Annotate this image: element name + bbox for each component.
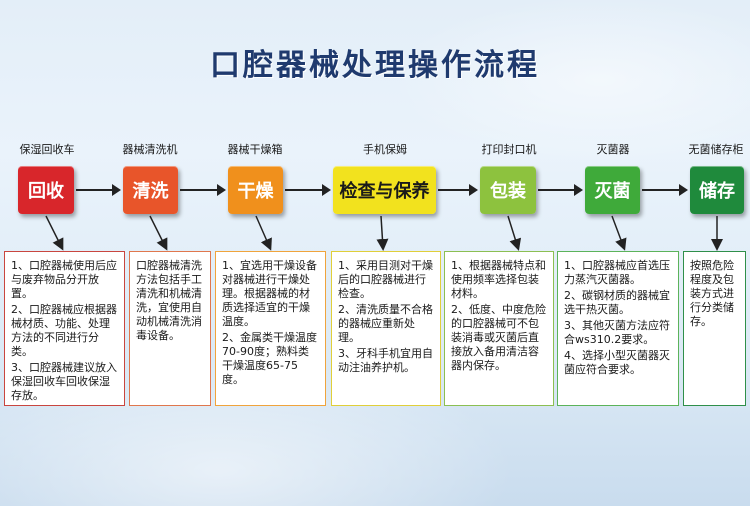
stage-label-drying: 干燥 xyxy=(237,181,274,202)
description-line: 1、口腔器械使用后应与废弃物品分开放置。 xyxy=(11,259,117,300)
category-label-sterilization: 灭菌器 xyxy=(596,143,630,156)
category-label-packaging: 打印封口机 xyxy=(481,143,537,156)
description-line: 1、宜选用干燥设备对器械进行干燥处理。根据器械的材质选择适宜的干燥温度。 xyxy=(222,259,317,328)
stage-box-recovery: 回收 xyxy=(18,166,74,214)
stage-label-sterilization: 灭菌 xyxy=(594,181,631,202)
flow-arrow-2 xyxy=(180,184,226,196)
stage-label-packaging: 包装 xyxy=(490,181,526,202)
description-line: 3、口腔器械建议放入保湿回收车回收保湿存放。 xyxy=(11,361,117,402)
description-box-cleaning: 口腔器械清洗方法包括手工清洗和机械清洗，宜使用自动机械清洗消毒设备。 xyxy=(129,251,211,406)
description-box-storage: 按照危险程度及包装方式进行分类储存。 xyxy=(683,251,746,406)
category-label-recovery: 保湿回收车 xyxy=(19,143,75,156)
description-line: 2、口腔器械应根据器械材质、功能、处理方法的不同进行分类。 xyxy=(11,303,117,358)
stage-label-cleaning: 清洗 xyxy=(132,181,169,202)
stage-label-recovery: 回收 xyxy=(28,181,64,202)
pointer-arrow-cleaning xyxy=(149,215,168,251)
flow-arrow-6 xyxy=(642,184,688,196)
stage-box-storage: 储存 xyxy=(690,166,744,214)
description-line: 按照危险程度及包装方式进行分类储存。 xyxy=(690,259,734,328)
description-line: 3、牙科手机宜用自动注油养护机。 xyxy=(338,347,433,374)
description-box-packaging: 1、根据器械特点和使用频率选择包装材料。 2、低度、中度危险的口腔器械可不包装消… xyxy=(444,251,554,406)
description-box-inspection: 1、采用目测对干燥后的口腔器械进行检查。 2、清洗质量不合格的器械应重新处理。 … xyxy=(331,251,441,406)
description-line: 1、采用目测对干燥后的口腔器械进行检查。 xyxy=(338,259,433,300)
pointer-arrow-inspection xyxy=(376,215,389,251)
description-box-recovery: 1、口腔器械使用后应与废弃物品分开放置。 2、口腔器械应根据器械材质、功能、处理… xyxy=(4,251,125,406)
description-line: 3、其他灭菌方法应符合ws310.2要求。 xyxy=(564,319,670,346)
pointer-arrow-drying xyxy=(255,215,272,251)
stage-box-packaging: 包装 xyxy=(480,166,536,214)
flow-arrow-5 xyxy=(538,184,583,196)
stage-box-drying: 干燥 xyxy=(228,166,283,214)
flow-arrow-1 xyxy=(76,184,121,196)
description-line: 1、口腔器械应首选压力蒸汽灭菌器。 xyxy=(564,259,670,286)
stage-label-inspection: 检查与保养 xyxy=(339,181,430,202)
description-box-drying: 1、宜选用干燥设备对器械进行干燥处理。根据器械的材质选择适宜的干燥温度。 2、金… xyxy=(215,251,326,406)
pointer-arrow-packaging xyxy=(507,215,522,251)
category-label-storage: 无菌储存柜 xyxy=(688,143,744,156)
description-line: 2、金属类干燥温度70-90度；熟料类干燥温度65-75度。 xyxy=(222,331,317,386)
stage-label-storage: 储存 xyxy=(699,181,735,202)
description-box-sterilization: 1、口腔器械应首选压力蒸汽灭菌器。 2、碳钢材质的器械宜选干热灭菌。 3、其他灭… xyxy=(557,251,679,406)
pointer-arrow-recovery xyxy=(45,215,64,251)
description-line: 2、碳钢材质的器械宜选干热灭菌。 xyxy=(564,289,670,316)
flow-arrow-4 xyxy=(438,184,478,196)
stage-box-sterilization: 灭菌 xyxy=(585,166,640,214)
page-title: 口腔器械处理操作流程 xyxy=(210,48,540,83)
description-line: 2、低度、中度危险的口腔器械可不包装消毒或灭菌后直接放入备用清洁容器内保存。 xyxy=(451,303,546,372)
stage-box-cleaning: 清洗 xyxy=(123,166,178,214)
description-line: 口腔器械清洗方法包括手工清洗和机械清洗，宜使用自动机械清洗消毒设备。 xyxy=(136,259,202,342)
category-label-drying: 器械干燥箱 xyxy=(227,143,283,156)
flow-arrow-3 xyxy=(285,184,331,196)
stage-box-inspection: 检查与保养 xyxy=(333,166,436,214)
pointer-arrow-sterilization xyxy=(611,215,627,251)
category-label-inspection: 手机保姆 xyxy=(363,143,407,156)
description-line: 2、清洗质量不合格的器械应重新处理。 xyxy=(338,303,433,344)
description-line: 4、选择小型灭菌器灭菌应符合要求。 xyxy=(564,349,670,376)
description-line: 1、根据器械特点和使用频率选择包装材料。 xyxy=(451,259,546,300)
category-label-cleaning: 器械清洗机 xyxy=(122,143,178,156)
